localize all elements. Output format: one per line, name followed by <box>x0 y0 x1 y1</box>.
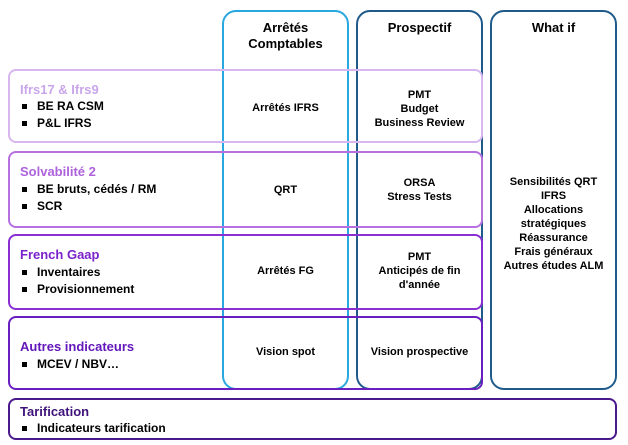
row-title-ifrs: Ifrs17 & Ifrs9 <box>20 82 99 97</box>
row-title-autres-indicateurs: Autres indicateurs <box>20 339 135 354</box>
row-french-gaap <box>8 234 483 310</box>
list-item: P&L IFRS <box>20 115 104 132</box>
list-item: Provisionnement <box>20 281 134 298</box>
what-if-item: IFRS <box>540 190 567 202</box>
bullet-list-solvabilite: BE bruts, cédés / RM SCR <box>20 181 156 215</box>
list-item: Inventaires <box>20 264 134 281</box>
list-item: BE RA CSM <box>20 98 104 115</box>
list-item: MCEV / NBV… <box>20 356 119 373</box>
row-title-french-gaap: French Gaap <box>20 247 100 262</box>
bullet-list-french-gaap: Inventaires Provisionnement <box>20 264 134 298</box>
what-if-item: Sensibilités QRT <box>509 176 598 188</box>
what-if-list: Sensibilités QRT IFRS Allocations straté… <box>490 175 617 273</box>
column-title-prospectif: Prospectif <box>387 20 452 35</box>
cell-french-gaap-prospectif: PMT Anticipés de fin d'année <box>378 251 461 291</box>
row-title-solvabilite: Solvabilité 2 <box>20 164 96 179</box>
bullet-list-ifrs: BE RA CSM P&L IFRS <box>20 98 104 132</box>
row-autres-indicateurs <box>8 316 483 390</box>
cell-solvabilite-arretes: QRT <box>273 184 298 196</box>
cell-solvabilite-prospectif: ORSA Stress Tests <box>387 177 452 203</box>
cell-autres-arretes: Vision spot <box>255 346 316 358</box>
row-ifrs <box>8 69 483 143</box>
cell-ifrs-arretes: Arrêtés IFRS <box>252 102 319 114</box>
what-if-item: Allocations <box>523 204 584 216</box>
what-if-item: stratégiques <box>520 218 587 230</box>
what-if-item: Frais généraux <box>514 246 593 258</box>
bullet-list-tarification: Indicateurs tarification <box>20 420 166 437</box>
column-title-arretes: Arrêtés Comptables <box>248 20 323 51</box>
cell-ifrs-prospectif: PMT Budget Business Review <box>374 89 465 129</box>
cell-french-gaap-arretes: Arrêtés FG <box>257 265 314 277</box>
list-item: SCR <box>20 198 156 215</box>
row-title-tarification: Tarification <box>20 404 90 419</box>
what-if-item: Autres études ALM <box>503 260 604 272</box>
cell-autres-prospectif: Vision prospective <box>370 346 469 358</box>
what-if-item: Réassurance <box>519 232 588 244</box>
column-title-what-if: What if <box>531 20 576 35</box>
bullet-list-autres-indicateurs: MCEV / NBV… <box>20 356 119 373</box>
list-item: Indicateurs tarification <box>20 420 166 437</box>
row-tarification <box>8 398 617 440</box>
list-item: BE bruts, cédés / RM <box>20 181 156 198</box>
row-solvabilite <box>8 151 483 228</box>
column-what-if <box>490 10 617 390</box>
